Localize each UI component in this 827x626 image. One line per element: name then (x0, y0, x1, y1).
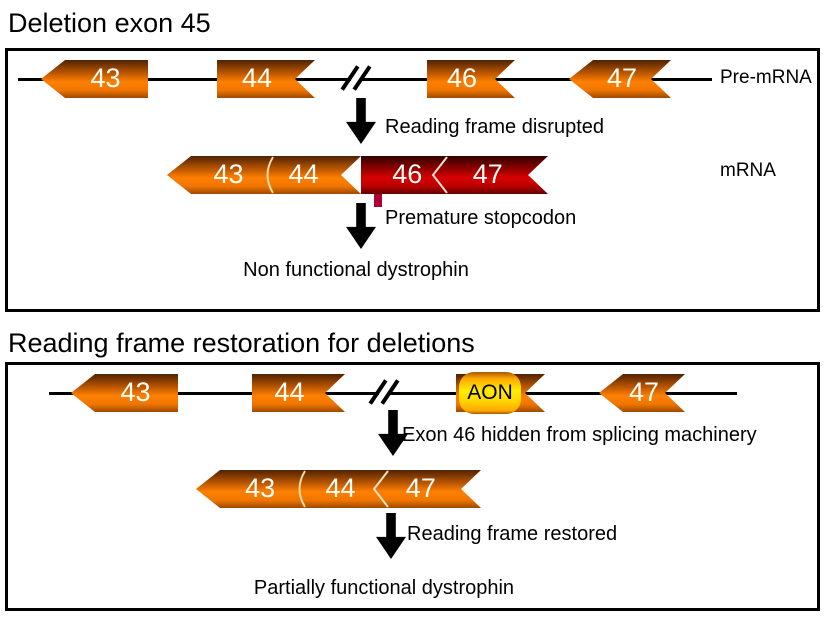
mrna-exons-43-44: 43 44 (167, 156, 361, 194)
mrna-exons-43-44-47: 43 44 47 (196, 470, 481, 508)
step1-label: Exon 46 hidden from splicing machinery (402, 424, 757, 446)
exon-44-label: 44 (274, 376, 305, 407)
exon-46-label: 46 (392, 158, 423, 189)
panel1-result: Non functional dystrophin (243, 259, 469, 281)
exon-43-label: 43 (213, 158, 244, 189)
mrna-exons-46-47-outofframe: 46 47 (361, 156, 548, 194)
premrna-line (18, 78, 712, 81)
exon-boundary-chevron (431, 156, 448, 194)
premrna-label: Pre-mRNA (720, 67, 812, 88)
exon-boundary-arc (266, 156, 274, 194)
exon-47-premrna: 47 (569, 60, 671, 98)
step2-label: Premature stopcodon (385, 207, 577, 229)
panel1-deletion: 43 44 46 47 Pre-mRNA Reading frame disru… (5, 48, 820, 312)
exon-47-label: 47 (405, 472, 436, 503)
panel1-title: Deletion exon 45 (8, 8, 211, 38)
exon-43-label: 43 (90, 62, 121, 93)
exon-43-label: 43 (120, 376, 151, 407)
down-arrow-icon (346, 98, 376, 144)
panel2-restoration: 43 44 AON 47 Exon 46 hidden from splicin… (5, 362, 820, 611)
premrna-line (49, 392, 737, 395)
down-arrow-icon (346, 203, 376, 249)
step2-label: Reading frame restored (407, 523, 618, 545)
mrna-label: mRNA (720, 160, 776, 181)
exon-47-label: 47 (472, 158, 503, 189)
exon-43-label: 43 (245, 472, 276, 503)
exon-47-label: 47 (628, 376, 660, 407)
line-break-gap (379, 390, 389, 397)
aon-label: AON (467, 381, 513, 404)
exon-boundary-chevron (372, 470, 389, 508)
line-break-gap (351, 76, 361, 83)
exon-46-label: 46 (446, 62, 478, 93)
step1-label: Reading frame disrupted (385, 116, 605, 138)
stop-codon-marker (374, 194, 382, 207)
aon-oligonucleotide: AON (459, 372, 521, 414)
panel2-title: Reading frame restoration for deletions (8, 328, 475, 358)
exon-boundary-arc (298, 470, 306, 508)
exon-47-label: 47 (606, 62, 638, 93)
panel2-result: Partially functional dystrophin (253, 577, 515, 599)
exon-43-premrna: 43 (71, 374, 178, 412)
exon-44-label: 44 (288, 158, 319, 189)
exon-43-premrna: 43 (41, 60, 148, 98)
exon-44-label: 44 (325, 472, 356, 503)
down-arrow-icon (376, 513, 406, 559)
exon-44-label: 44 (241, 62, 273, 93)
